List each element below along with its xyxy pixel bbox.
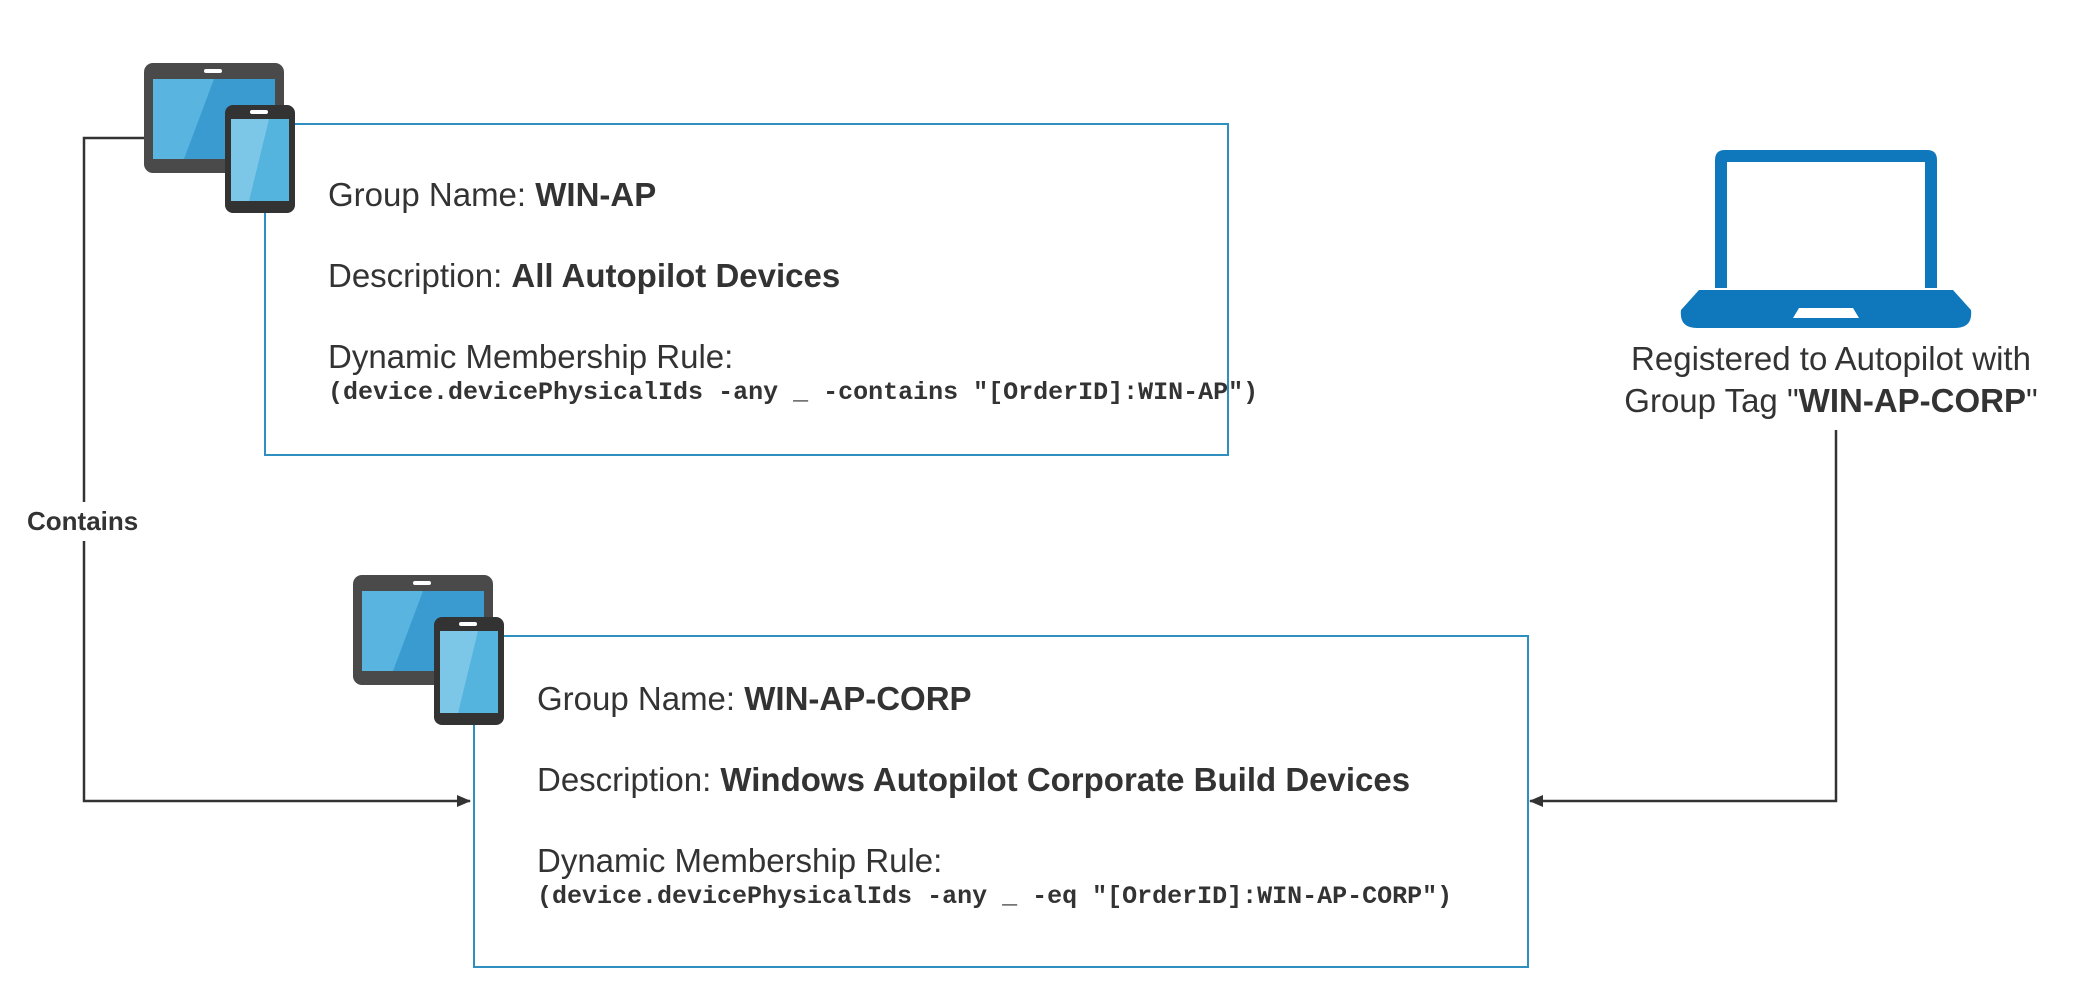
group-name-value: WIN-AP [535,176,657,213]
group-tag-prefix: Group Tag " [1624,382,1799,419]
contains-label: Contains [27,502,139,541]
group-name-value: WIN-AP-CORP [744,680,972,717]
rule-value: (device.devicePhysicalIds -any _ -contai… [328,378,1259,407]
rule-value: (device.devicePhysicalIds -any _ -eq "[O… [537,882,1453,911]
description-line: Description: Windows Autopilot Corporate… [537,760,1410,800]
group-name-line: Group Name: WIN-AP-CORP [537,679,972,719]
laptop-icon [1680,150,1972,328]
group-box-win-ap-corp: Group Name: WIN-AP-CORP Description: Win… [473,635,1529,968]
contains-connector [82,136,471,807]
rule-label: Dynamic Membership Rule: [537,842,943,879]
laptop-label: Registered to Autopilot with Group Tag "… [1551,338,2083,422]
group-name-line: Group Name: WIN-AP [328,175,656,215]
description-value: Windows Autopilot Corporate Build Device… [720,761,1411,798]
laptop-label-line1: Registered to Autopilot with [1631,340,2031,377]
group-name-label: Group Name: [328,176,536,213]
devices-icon [144,63,295,213]
group-box-win-ap: Group Name: WIN-AP Description: All Auto… [264,123,1258,456]
devices-icon [353,575,504,725]
description-label: Description: [537,761,721,798]
laptop-label-line2: Group Tag "WIN-AP-CORP" [1551,380,2083,422]
group-name-label: Group Name: [537,680,745,717]
description-line: Description: All Autopilot Devices [328,256,840,296]
group-tag-connector [1529,430,1838,807]
group-tag-suffix: " [2025,382,2038,419]
description-value: All Autopilot Devices [511,257,841,294]
description-label: Description: [328,257,512,294]
group-tag-value: WIN-AP-CORP [1798,382,2026,419]
rule-label: Dynamic Membership Rule: [328,338,734,375]
